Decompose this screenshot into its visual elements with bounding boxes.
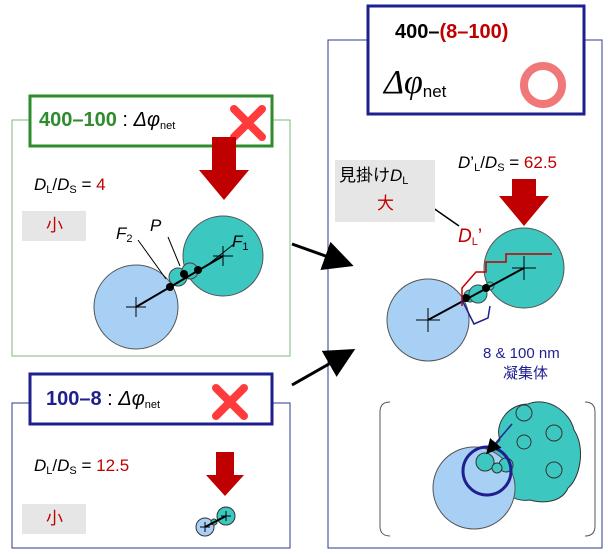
panel-b-frame — [11, 402, 291, 549]
panel-c-size-word: 大 — [377, 194, 394, 213]
panel-c-aggregate-label-2: 凝集体 — [503, 365, 549, 382]
panel-b-particles — [195, 506, 236, 537]
panel-a-title: 400–100 : Δφnet — [39, 109, 176, 132]
arrow-a-to-c — [291, 241, 354, 271]
down-arrow-a — [199, 137, 249, 200]
label-f2: F2 — [116, 224, 133, 245]
panel-b-ratio: DL/DS = 12.5 — [34, 456, 130, 477]
panel-b-size-box — [22, 504, 86, 534]
label-f1: F1 — [232, 232, 249, 253]
panel-c-ratio: D’L/DS = 62.5 — [458, 153, 558, 174]
label-p: P — [150, 216, 162, 235]
panel-a-size-word: 小 — [46, 216, 63, 235]
panel-c-inset — [379, 401, 596, 537]
arrow-b-to-c — [291, 349, 356, 387]
panel-c-apparent-dl: 見掛けDL — [339, 166, 409, 187]
panel-a-particles — [93, 215, 264, 350]
panel-c-title-box — [366, 4, 586, 116]
panel-c-delta: Δφnet — [384, 64, 447, 101]
cross-icon-b — [212, 384, 248, 420]
panel-c-size-box — [335, 160, 435, 222]
circle-icon-ok — [520, 62, 566, 108]
panel-c-dl-prime: DL’ — [458, 226, 483, 248]
down-arrow-c — [499, 179, 549, 226]
panel-a-size-box — [22, 211, 86, 241]
panel-a-frame — [11, 119, 291, 357]
panel-b-size-word: 小 — [46, 509, 63, 528]
panel-b-title: 100–8 : Δφnet — [46, 388, 161, 411]
panel-c-title: 400–(8–100) — [395, 21, 509, 43]
cross-icon-a — [230, 105, 266, 141]
panel-a-ratio: DL/DS = 4 — [34, 175, 106, 196]
panel-c-particles — [386, 202, 565, 362]
panel-c-aggregate-label-1: 8 & 100 nm — [483, 345, 560, 362]
down-arrow-b — [206, 452, 244, 496]
panel-c-frame — [327, 39, 603, 549]
